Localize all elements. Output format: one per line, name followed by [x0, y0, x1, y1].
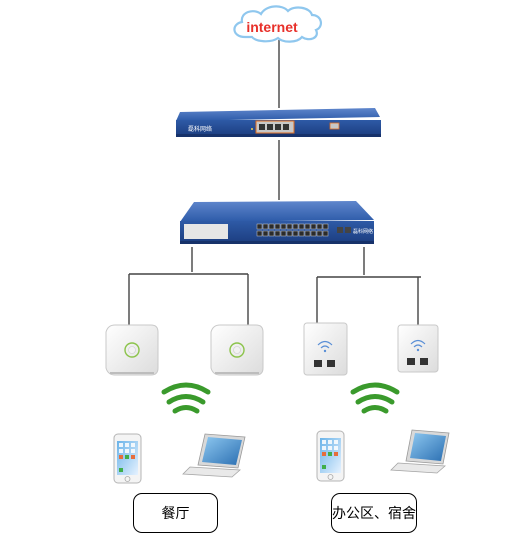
ap-led-ring: [124, 342, 140, 358]
ap-led-ring: [229, 342, 245, 358]
router-brand-label: 磊科网络: [188, 125, 212, 133]
zone-label-restaurant: 餐厅: [133, 493, 218, 533]
switch-device: 磊科网络: [180, 201, 374, 244]
cloud-shape: [233, 5, 322, 43]
wifi-signal-icon-right: [350, 382, 400, 414]
switch-port-row: [256, 223, 329, 237]
router-device: 磊科网络: [176, 108, 381, 137]
connection-lines: [128, 40, 421, 325]
laptop-icon-right: [390, 429, 450, 474]
ceiling-ap-right: [210, 324, 264, 376]
wall-ap-left: [303, 322, 348, 376]
ceiling-ap-left: [105, 324, 159, 376]
switch-brand-label: 磊科网络: [353, 228, 373, 235]
internet-label: internet: [246, 19, 298, 35]
smartphone-icon-right: [316, 430, 345, 482]
zone-label-office-dorm: 办公区、宿舍: [331, 493, 417, 533]
laptop-icon-left: [182, 433, 246, 478]
internet-cloud: internet: [233, 5, 322, 43]
router-wan-port: [329, 122, 340, 130]
smartphone-icon-left: [113, 433, 142, 484]
wall-ap-right: [397, 324, 439, 373]
wifi-signal-icon-left: [161, 382, 211, 414]
zone-label-text: 餐厅: [161, 506, 190, 522]
zone-label-text: 办公区、宿舍: [332, 506, 416, 522]
